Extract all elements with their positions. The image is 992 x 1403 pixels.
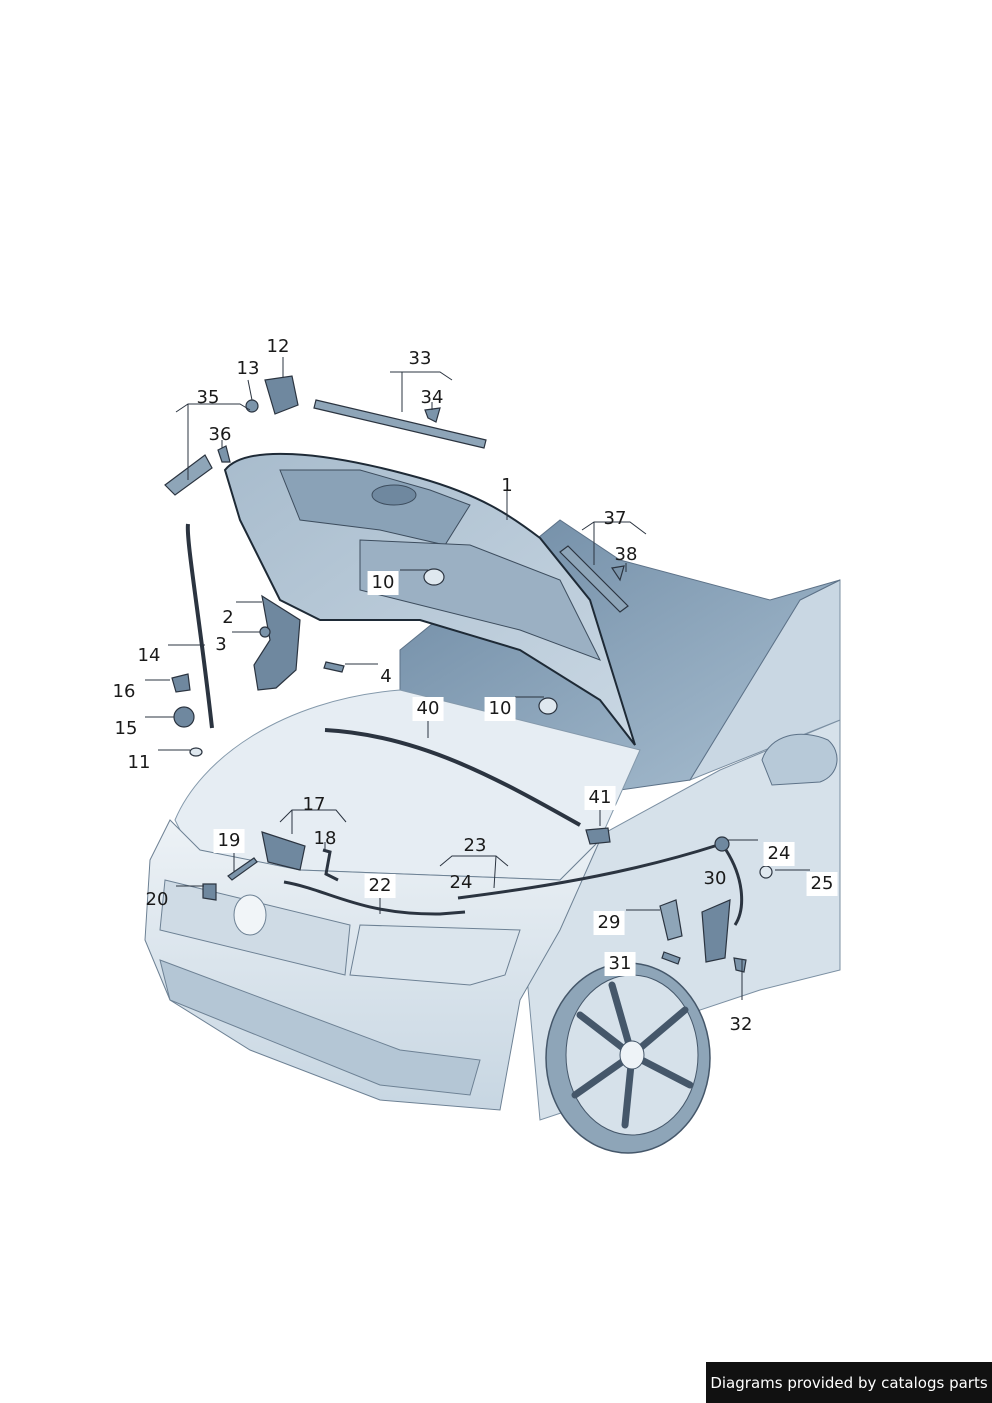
callout-13: 13 — [236, 358, 260, 379]
hinge — [253, 594, 301, 691]
vw-emblem — [233, 894, 267, 936]
callout-10-lower: 10 — [484, 697, 516, 721]
callout-19: 19 — [213, 829, 245, 853]
callout-16: 16 — [112, 681, 136, 702]
car-body — [144, 519, 841, 1154]
callout-1: 1 — [501, 475, 513, 496]
callout-24-left: 24 — [449, 872, 473, 893]
grommet-15 — [173, 706, 195, 728]
callout-4: 4 — [380, 666, 392, 687]
callout-23: 23 — [463, 835, 487, 856]
grommet-24 — [714, 836, 730, 852]
callout-30: 30 — [703, 868, 727, 889]
release-cable-22 — [283, 880, 466, 916]
part-25 — [759, 865, 773, 879]
leader-lines — [145, 357, 810, 1000]
callout-29: 29 — [593, 911, 625, 935]
callout-10-upper: 10 — [367, 571, 399, 595]
side-mirror — [761, 733, 838, 786]
release-cable-23 — [457, 843, 719, 900]
callout-11: 11 — [127, 752, 151, 773]
hood-lock — [261, 831, 306, 871]
nut-2 — [259, 626, 271, 638]
callout-18: 18 — [313, 828, 337, 849]
clip-34 — [424, 407, 441, 423]
right-headlight — [349, 924, 521, 986]
prop-rod — [185, 523, 214, 729]
screw-31 — [661, 951, 681, 965]
cap-11 — [189, 747, 203, 757]
callout-15: 15 — [114, 718, 138, 739]
callout-41: 41 — [584, 786, 616, 810]
callout-14: 14 — [137, 645, 161, 666]
callout-38: 38 — [614, 544, 638, 565]
callout-24-right: 24 — [763, 842, 795, 866]
clip-36 — [217, 445, 231, 463]
engine-bay — [174, 689, 641, 881]
parts — [164, 375, 773, 973]
callout-32: 32 — [725, 1013, 757, 1037]
callout-3: 3 — [215, 634, 227, 655]
buffer-10-upper — [423, 568, 445, 586]
callout-12: 12 — [266, 336, 290, 357]
callout-35: 35 — [196, 387, 220, 408]
clip-32 — [733, 957, 747, 973]
part-41 — [585, 827, 611, 845]
buffer-10-lower — [538, 697, 558, 715]
callout-34: 34 — [420, 387, 444, 408]
lever-30 — [701, 899, 731, 963]
handle-29 — [659, 899, 683, 941]
front-wheel — [545, 962, 711, 1154]
clip-38 — [610, 565, 625, 582]
nut-13 — [245, 399, 259, 413]
seal-37 — [559, 545, 629, 613]
bolt-4 — [323, 661, 345, 673]
part-18 — [322, 848, 339, 882]
seal-strip — [313, 399, 487, 449]
clip-16 — [171, 673, 191, 693]
seal-40 — [324, 728, 581, 827]
bolt-19 — [227, 857, 258, 881]
cable-30 — [724, 849, 744, 926]
credit-banner: Diagrams provided by catalogs parts — [706, 1362, 992, 1403]
callout-2: 2 — [222, 607, 234, 628]
callout-20: 20 — [145, 889, 169, 910]
callout-36: 36 — [208, 424, 232, 445]
callout-37: 37 — [603, 508, 627, 529]
part-20 — [202, 883, 217, 901]
callout-33: 33 — [408, 348, 432, 369]
callout-17: 17 — [302, 794, 326, 815]
lower-intake — [159, 959, 481, 1096]
callout-40: 40 — [412, 697, 444, 721]
callout-25: 25 — [806, 872, 838, 896]
callout-31: 31 — [604, 952, 636, 976]
callout-22: 22 — [364, 874, 396, 898]
cover-cap — [264, 375, 299, 415]
